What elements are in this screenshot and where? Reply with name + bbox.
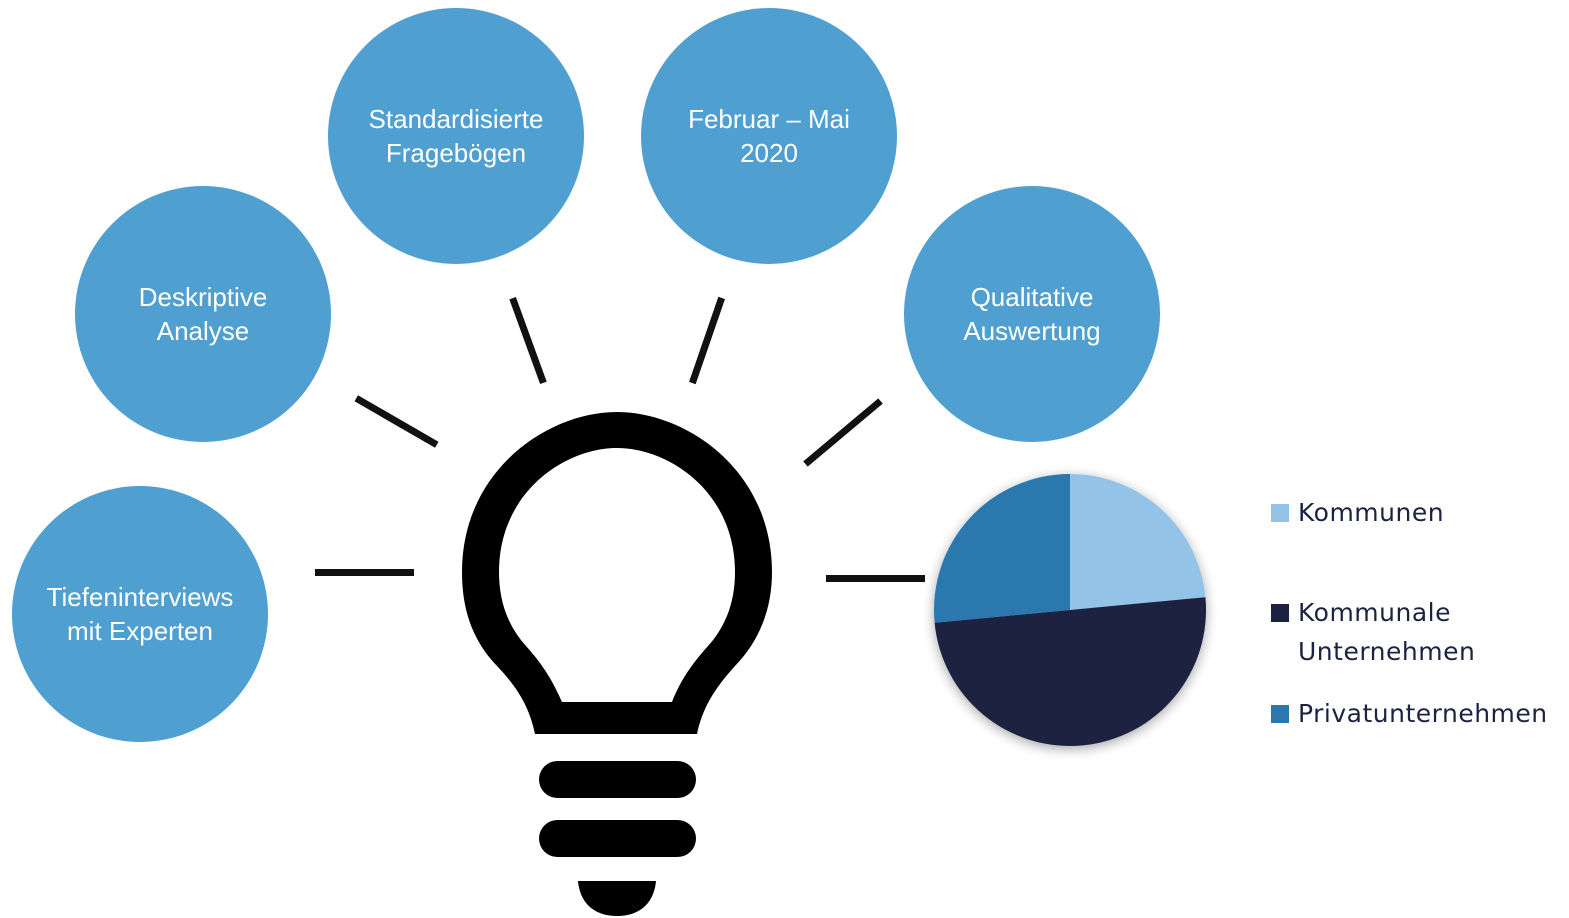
legend-label-1: Kommunale Unternehmen — [1298, 598, 1476, 666]
legend-item-0: Kommunen — [1271, 493, 1444, 532]
bubble-deskriptive-label: Deskriptive Analyse — [138, 282, 268, 346]
legend-swatch-0 — [1271, 504, 1289, 522]
pie-chart — [934, 474, 1206, 746]
legend-label-2: Privatunternehmen — [1298, 699, 1548, 728]
pie-slice-1 — [934, 597, 1206, 746]
bubble-standardisierte-label: Standardisierte Fragebögen — [368, 104, 544, 168]
lightbulb-tip — [578, 881, 656, 916]
bubble-tiefeninterviews-label: Tiefeninterviews mit Experten — [46, 582, 234, 646]
pie-slice-0 — [1070, 474, 1206, 610]
bubble-deskriptive-analyse: Deskriptive Analyse — [75, 186, 331, 442]
bubble-qualitative-label: Qualitative Auswertung — [963, 282, 1101, 346]
legend-item-2: Privatunternehmen — [1271, 694, 1548, 733]
lightbulb-base-ring-2 — [539, 820, 696, 857]
ray-left — [315, 569, 414, 576]
lightbulb-glass — [462, 412, 772, 734]
legend-swatch-1 — [1271, 604, 1289, 622]
bubble-tiefeninterviews: Tiefeninterviews mit Experten — [12, 486, 268, 742]
legend-label-0: Kommunen — [1298, 498, 1445, 527]
bubble-zeitraum-label: Februar – Mai 2020 — [688, 104, 850, 168]
bubble-qualitative-auswertung: Qualitative Auswertung — [904, 186, 1160, 442]
pie-slice-2 — [934, 474, 1070, 623]
legend-item-1: Kommunale Unternehmen — [1271, 593, 1475, 671]
lightbulb-base-ring-1 — [539, 761, 696, 798]
bubble-standardisierte-frageboegen: Standardisierte Fragebögen — [328, 8, 584, 264]
legend-swatch-2 — [1271, 705, 1289, 723]
ray-right — [826, 575, 925, 582]
bubble-zeitraum: Februar – Mai 2020 — [641, 8, 897, 264]
